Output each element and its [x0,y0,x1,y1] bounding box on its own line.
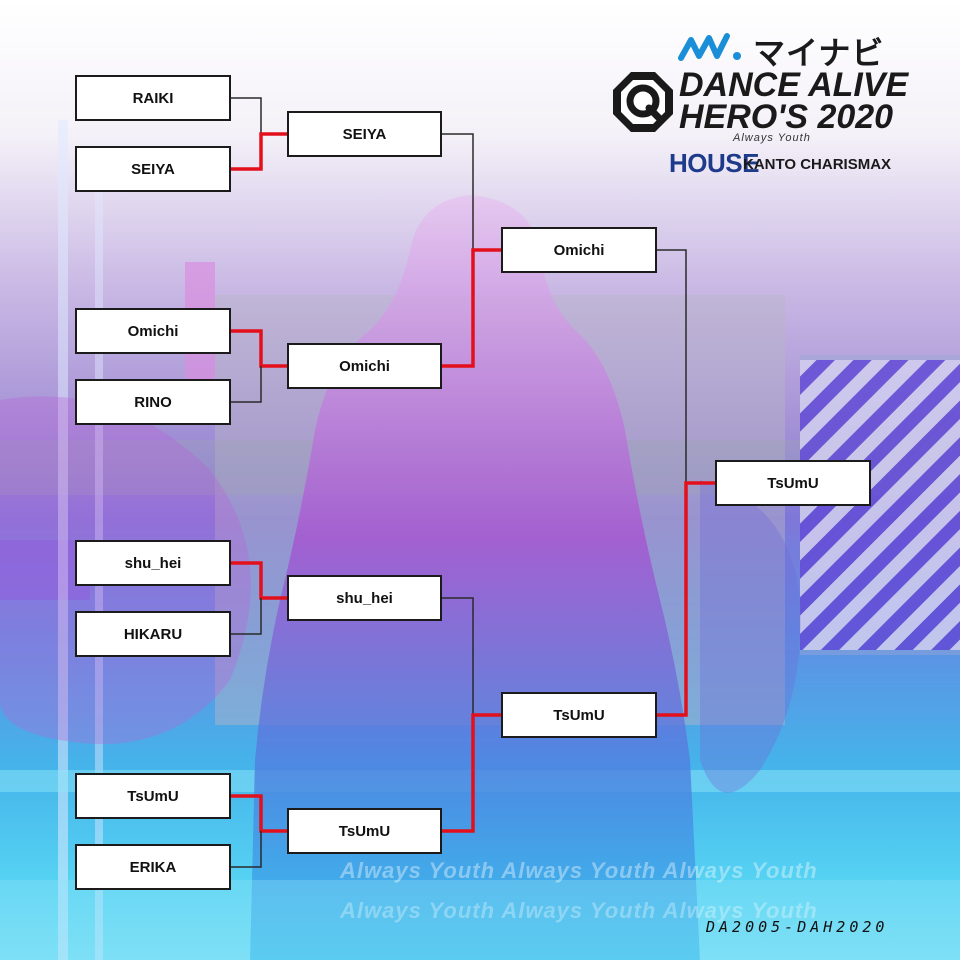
bracket-slot-r1-3: Omichi [75,308,231,354]
bracket-slot-champion: TsUmU [715,460,871,506]
logo-title-line1: DANCE ALIVE [679,66,909,104]
bracket-slot-sf-1: Omichi [501,227,657,273]
bracket-slot-r2-4: TsUmU [287,808,442,854]
line-erika [230,831,262,868]
line-hikaru [230,598,262,635]
line-omichi-r1 [230,329,288,368]
event-label: KANTO CHARISMAX [743,156,892,173]
bracket-slot-r2-1: SEIYA [287,111,442,157]
line-seiya-r2 [441,133,474,250]
line-shuhei-r2 [441,597,474,715]
background-tagline-text: Always Youth Always Youth Always Youth [340,858,818,883]
bracket-slot-r2-3: shu_hei [287,575,442,621]
da-octagon-emblem-icon [613,72,673,132]
genre-label: HOUSE [669,148,759,178]
line-omichi-sf [656,249,687,483]
bracket-slot-r1-5: shu_hei [75,540,231,586]
bracket-slot-r1-1: RAIKI [75,75,231,121]
bracket-slot-r2-2: Omichi [287,343,442,389]
bracket-slot-r1-8: ERIKA [75,844,231,890]
line-seiya [230,132,288,171]
line-rino [230,366,262,403]
bracket-slot-sf-2: TsUmU [501,692,657,738]
line-tsumu-r2 [441,713,502,833]
sponsor-name: マイナビ [753,34,885,72]
bracket-slot-r1-4: RINO [75,379,231,425]
footer-code: DA2005-DAH2020 [706,918,889,936]
line-omichi-r2 [441,248,502,368]
line-raiki [230,97,288,135]
logo-tagline: Always Youth [733,132,811,144]
mynavi-swoosh-icon [678,33,741,61]
logo-title-line2: HERO'S 2020 [679,98,894,136]
bracket-slot-r1-6: HIKARU [75,611,231,657]
bracket-slot-r1-7: TsUmU [75,773,231,819]
line-shuhei-r1 [230,561,288,600]
line-tsumu-sf [656,481,716,717]
background-tagline-text-2: Always Youth Always Youth Always Youth [340,898,818,923]
line-tsumu-r1 [230,794,288,833]
bracket-slot-r1-2: SEIYA [75,146,231,192]
logo-block: マイナビ DANCE ALIVE HERO'S 2020 Always Yout… [605,26,935,186]
